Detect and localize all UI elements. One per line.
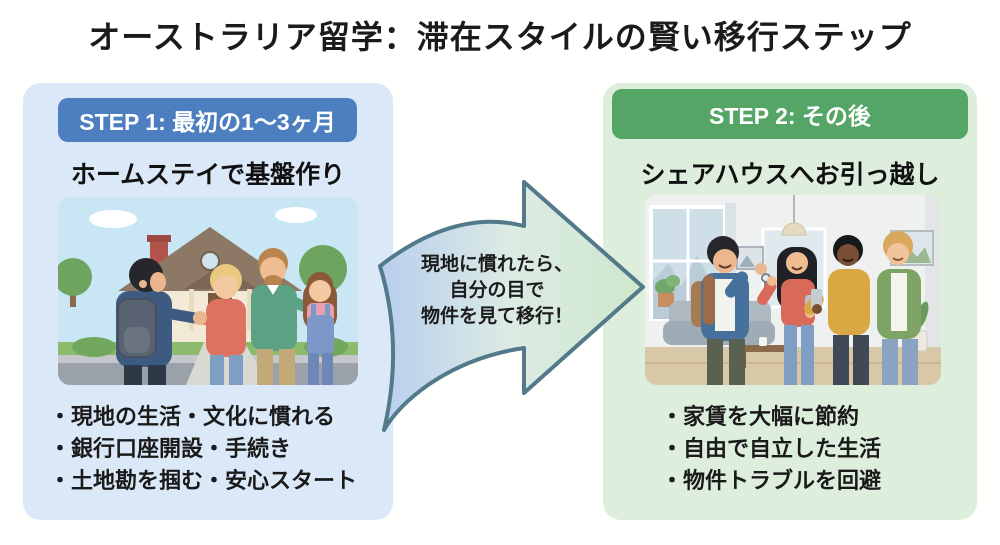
handshake [193,311,207,325]
bush [72,337,116,357]
walk-path [186,342,270,385]
pendant-lamp [781,195,807,236]
sharehouse-scene [645,195,941,385]
arrow-caption-line: 自分の目で [449,280,545,301]
bullet-item: ・現地の生活・文化に慣れる [49,404,336,429]
cup [759,337,767,346]
transition-arrow-icon [378,180,645,432]
tree [58,258,92,307]
arrow-caption-line: 物件を見て移行！ [420,306,573,327]
glass [811,289,822,309]
step1-panel: STEP 1: 最初の1〜3ヶ月 ホームステイで基盤作り [23,83,393,520]
arrow-shape [378,180,645,432]
housemate-woman-figure [757,247,817,385]
step2-panel: STEP 2: その後 シェアハウスへお引っ越し [603,83,977,520]
housemate-blonde-man-figure [877,231,921,385]
student-figure [116,258,207,385]
step2-subtitle: シェアハウスへお引っ越し [640,161,940,189]
backpack-strap [703,275,715,325]
bullet-item: ・自由で自立した生活 [661,436,882,461]
porch-post [189,289,194,331]
host-daughter-figure [303,272,337,385]
cloud [89,210,137,228]
arrow-caption-line: 現地に慣れたら、 [420,254,573,275]
step1-subtitle: ホームステイで基盤作り [70,161,346,189]
step1-badge: STEP 1: 最初の1〜3ヶ月 [58,98,357,142]
gable-window [200,251,220,271]
arrow-caption: 現地に慣れたら、 自分の目で 物件を見て移行！ [392,252,602,330]
step2-bullet-list: ・家賃を大幅に節約 ・自由で自立した生活 ・物件トラブルを回避 [661,401,881,497]
potted-plant [655,275,680,307]
wall-art [736,246,764,270]
porch-post [247,289,252,331]
host-mother-figure [191,264,246,385]
bullet-item: ・物件トラブルを回避 [661,468,882,493]
backpack-pocket [124,327,150,353]
bullet-item: ・家賃を大幅に節約 [661,404,860,429]
sharehouse-illustration [645,195,941,385]
step2-badge: STEP 2: その後 [612,89,968,139]
page-title: オーストラリア留学：滞在スタイルの賢い移行ステップ [88,19,912,55]
step1-bullet-list: ・現地の生活・文化に慣れる ・銀行口座開設・手続き ・土地勘を掴む・安心スタート [49,401,357,497]
housemate-man-figure [804,235,870,385]
chimney-cap [147,235,171,242]
bullet-item: ・銀行口座開設・手続き [49,436,292,461]
cloud [275,207,317,223]
bullet-item: ・土地勘を掴む・安心スタート [49,468,358,493]
homestay-scene [58,197,358,385]
student-figure [691,236,773,385]
homestay-illustration [58,197,358,385]
